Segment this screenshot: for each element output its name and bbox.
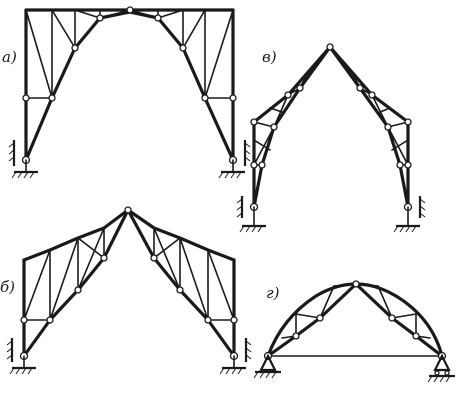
panel-a-verticals [51, 9, 206, 99]
panel-b-right-support [219, 338, 252, 375]
panel-a: a) [2, 6, 251, 179]
panel-a-bottom-chord [24, 10, 235, 162]
panel-g-joints [263, 280, 447, 361]
panel-a-diagonals [25, 9, 234, 99]
panel-g-web [281, 283, 431, 339]
panel-a-right-support [218, 140, 251, 179]
panel-g-left-support [253, 353, 281, 379]
panel-b-diagonals [23, 227, 235, 321]
panel-a-left-support [8, 140, 38, 179]
panel-a-joints [21, 6, 238, 165]
panel-v-joints [249, 43, 413, 212]
panel-v-right-support [393, 196, 426, 233]
panel-v: в) [236, 43, 426, 233]
panel-a-label: a) [2, 48, 17, 66]
panel-v-label: в) [262, 48, 277, 66]
panel-b-verticals [49, 227, 209, 321]
panel-g: г) [253, 280, 455, 383]
panel-b: б) [0, 206, 252, 375]
panel-v-web [253, 75, 409, 166]
panel-b-top-chord [22, 208, 236, 262]
panel-v-left-support [236, 196, 266, 233]
panel-b-joints [19, 206, 239, 361]
panel-b-bottom-chord [22, 208, 236, 358]
panel-g-label: г) [266, 284, 280, 302]
panel-b-label: б) [0, 278, 15, 296]
panel-b-left-support [6, 338, 36, 375]
panel-g-right-support [427, 353, 455, 383]
